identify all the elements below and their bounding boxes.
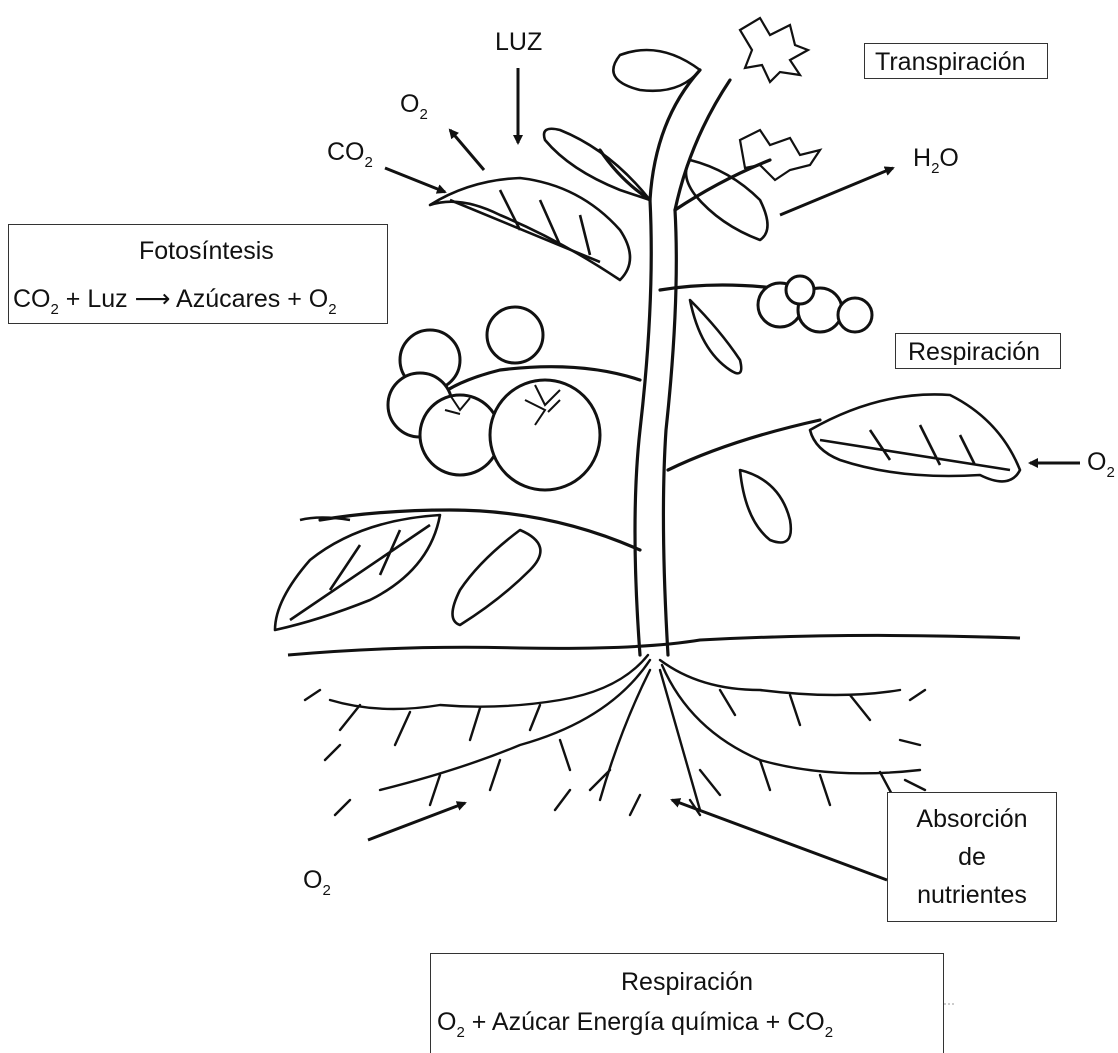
fotosintesis-equation: CO2 + Luz ⟶ Azúcares + O2 (13, 287, 337, 312)
flow-arrows (368, 68, 1080, 880)
absorcion-line-1: Absorción (888, 807, 1056, 832)
plant-roots (305, 655, 925, 815)
box-fotosintesis: Fotosíntesis CO2 + Luz ⟶ Azúcares + O2 (8, 224, 388, 324)
label-o2-bottom: O2 (303, 868, 331, 893)
box-respiracion-side: Respiración (895, 333, 1061, 369)
leaf-mid-right (690, 300, 741, 373)
leaf-upper-left (430, 178, 630, 280)
box-absorcion: Absorción de nutrientes (887, 792, 1057, 922)
arrow-o2-bottom (368, 803, 465, 840)
label-co2: CO2 (327, 140, 373, 165)
respiracion-bottom-title: Respiración (621, 970, 753, 995)
ground-line (288, 635, 1020, 655)
absorcion-line-3: nutrientes (888, 883, 1056, 908)
arrow-co2-in (385, 168, 445, 192)
transpiracion-label: Transpiración (875, 50, 1026, 75)
box-respiracion-bottom: Respiración O2 + Azúcar Energía química … (430, 953, 944, 1053)
equation-arrow: ⟶ (135, 285, 171, 313)
respiracion-side-label: Respiración (908, 340, 1040, 365)
label-h2o: H2O (913, 146, 959, 171)
leaf-left-mid (453, 530, 541, 625)
label-o2-right: O2 (1087, 450, 1115, 475)
flower-clusters (740, 18, 820, 180)
fotosintesis-title: Fotosíntesis (139, 239, 274, 264)
leaf-right-lower (740, 470, 791, 543)
arrow-h2o-out (780, 168, 893, 215)
arrow-nutrients (672, 800, 887, 880)
plant-stem (320, 70, 820, 655)
leaf-right (810, 394, 1020, 481)
label-luz: LUZ (495, 30, 542, 55)
respiracion-bottom-equation: O2 + Azúcar Energía química + CO2 (437, 1010, 833, 1035)
leaf-upper-right (686, 160, 768, 240)
absorcion-line-2: de (888, 845, 1056, 870)
arrow-o2-out (450, 130, 484, 170)
label-o2-top: O2 (400, 92, 428, 117)
box-transpiracion: Transpiración (864, 43, 1048, 79)
